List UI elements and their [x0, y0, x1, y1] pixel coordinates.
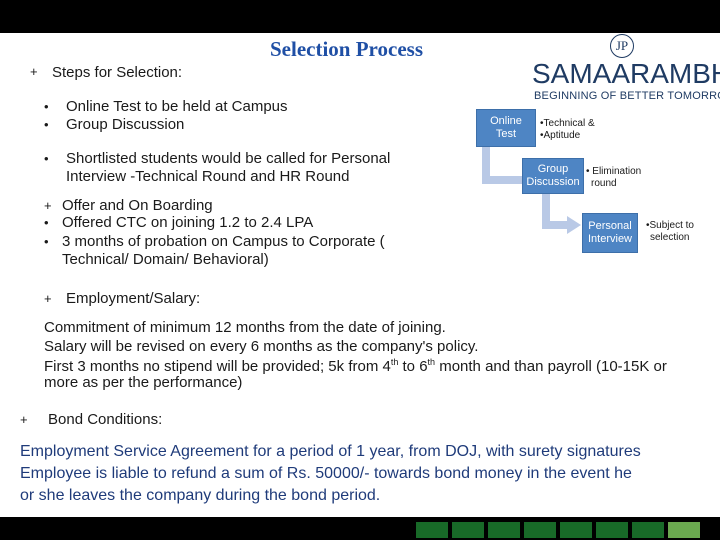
employment-line: Commitment of minimum 12 months from the… [44, 319, 446, 336]
flow-box-label: Discussion [526, 176, 580, 188]
flow-note-line: •Technical & [540, 118, 595, 129]
bond-line: or she leaves the company during the bon… [20, 487, 381, 504]
logo-name: SAMAARAMBH [532, 58, 720, 89]
employment-text: month and than payroll (10-15K or [435, 358, 667, 375]
employment-text: First 3 months no stipend will be provid… [44, 358, 391, 375]
page-title: Selection Process [270, 37, 423, 61]
flow-note-line: • Elimination [586, 166, 642, 177]
plus-bullet-icon: + [30, 64, 38, 79]
footer-square [632, 522, 664, 538]
employment-line: more as per the performance) [44, 374, 243, 391]
footer-square [560, 522, 592, 538]
flow-note-line: •Aptitude [540, 130, 581, 141]
footer-square [668, 522, 700, 538]
flow-note: •Technical & •Aptitude [540, 118, 595, 142]
offer-item: 3 months of probation on Campus to Corpo… [62, 233, 385, 250]
plus-bullet-icon: + [44, 291, 52, 306]
plus-bullet-icon: + [44, 198, 52, 213]
flow-arrow [542, 192, 568, 229]
company-logo: JP SAMAARAMBH BEGINNING OF BETTER TOMORR… [530, 32, 720, 104]
footer-square [596, 522, 628, 538]
flow-note-line: round [591, 178, 617, 189]
flow-box-label: Personal [588, 220, 632, 232]
footer-square [524, 522, 556, 538]
flow-note-line: •Subject to [646, 220, 694, 231]
employment-line: Salary will be revised on every 6 months… [44, 338, 479, 355]
bond-line: Employment Service Agreement for a perio… [20, 443, 641, 460]
bullet-icon: • [44, 215, 49, 230]
employment-line: First 3 months no stipend will be provid… [44, 357, 667, 375]
flow-box-label: Group [537, 163, 569, 175]
bond-line: Employee is liable to refund a sum of Rs… [20, 465, 632, 482]
employment-heading: Employment/Salary: [66, 290, 201, 307]
flow-note: •Subject to selection [646, 220, 694, 244]
bond-heading: Bond Conditions: [48, 411, 163, 428]
bullet-icon: • [44, 99, 49, 114]
offer-item: Technical/ Domain/ Behavioral) [62, 251, 269, 268]
plus-bullet-icon: + [20, 412, 28, 427]
step-item: Group Discussion [66, 116, 185, 133]
bullet-icon: • [44, 151, 49, 166]
flow-box-label: Test [495, 128, 517, 140]
offer-item: Offered CTC on joining 1.2 to 2.4 LPA [62, 214, 314, 231]
step-item: Online Test to be held at Campus [66, 98, 288, 115]
bullet-icon: • [44, 117, 49, 132]
logo-tagline: BEGINNING OF BETTER TOMORROW [534, 90, 720, 102]
flow-arrow [482, 146, 525, 184]
flow-note: • Elimination round [586, 166, 641, 190]
flow-note-line: selection [650, 232, 690, 243]
logo-emblem-icon: JP [610, 34, 634, 58]
flow-box-label: Interview [587, 233, 633, 245]
footer-square [452, 522, 484, 538]
flow-box-label: Online [490, 115, 522, 127]
employment-text: to 6 [398, 358, 428, 375]
superscript: th [390, 357, 399, 367]
top-bar [0, 0, 720, 33]
superscript: th [427, 357, 436, 367]
steps-heading: Steps for Selection: [52, 64, 183, 81]
footer-square [416, 522, 448, 538]
flow-arrow-head [567, 216, 581, 234]
footer-square [488, 522, 520, 538]
step-item: Interview -Technical Round and HR Round [66, 168, 350, 185]
step-item: Shortlisted students would be called for… [66, 150, 391, 167]
offer-heading: Offer and On Boarding [62, 197, 213, 214]
bullet-icon: • [44, 234, 49, 249]
